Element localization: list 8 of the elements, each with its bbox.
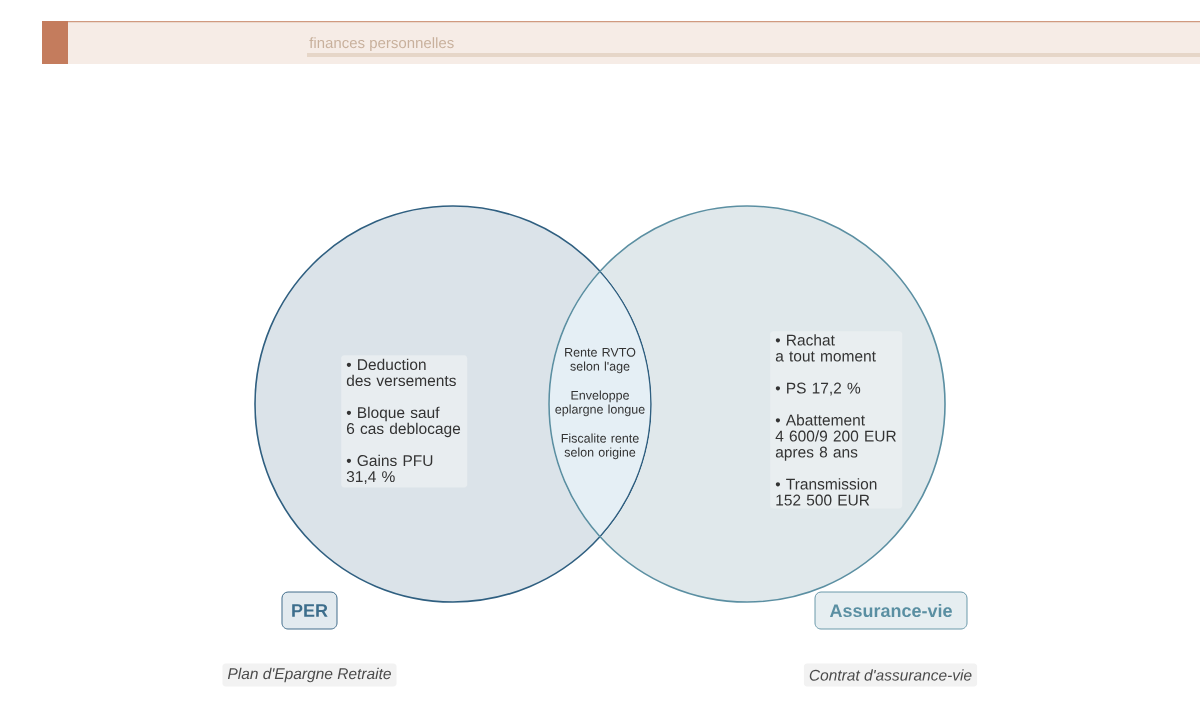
tagline: finances personnelles [309, 37, 454, 52]
circle-label: Assurance-vie [814, 591, 968, 630]
text-panel: • Deduction des versements • Bloque sauf 6 cas deblocage • Gains PFU 31,4 % [341, 355, 468, 488]
caption-tag: Plan d'Epargne Retraite [222, 663, 397, 687]
caption-tag: Contrat d'assurance-vie [803, 663, 978, 687]
overlap-lens: Rente RVTO selon l'age Enveloppe eplargne longue Fiscalite rente selon origine [549, 272, 651, 536]
text-panel: • Rachat a tout moment • PS 17,2 % • Abattement 4 600/9 200 EUR apres 8 ans • Transmission 152 500 EUR [770, 331, 903, 509]
circle-label: PER [281, 591, 338, 630]
